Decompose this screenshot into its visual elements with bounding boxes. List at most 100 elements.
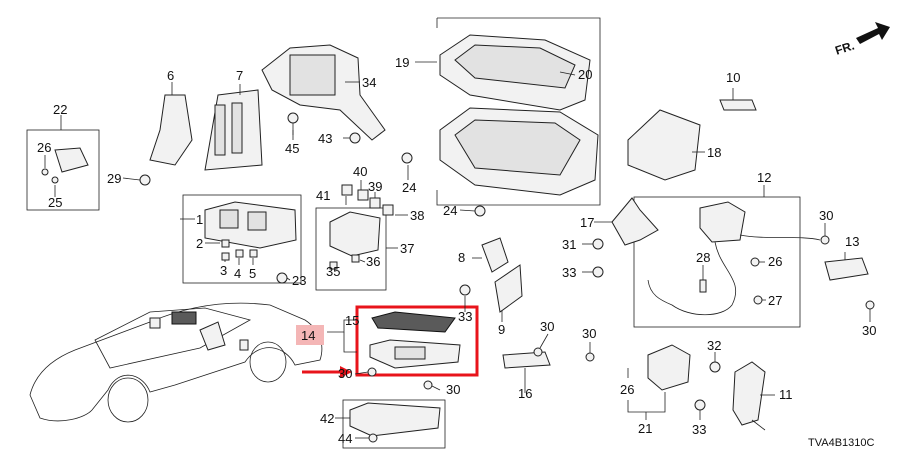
part-32-nut [709,361,721,373]
part-33-bolt [459,284,471,296]
part-22-unit [41,147,89,184]
group-box-12 [633,196,801,328]
label-22: 22 [53,102,67,117]
label-39: 39 [368,179,382,194]
label-17: 17 [580,215,594,230]
part-6-bracket [149,94,193,166]
label-13: 13 [845,234,859,249]
part-1-fusebox [204,201,297,249]
label-11: 11 [779,387,793,402]
label-33a: 33 [458,309,472,324]
label-19: 19 [395,55,409,70]
label-30e: 30 [446,382,460,397]
label-3: 3 [220,263,227,278]
front-direction-indicator: FR. [833,22,890,58]
part-37-relaybox [329,211,381,270]
group-box-42 [342,399,446,449]
part-14-unit-bottom [369,339,461,369]
part-24b-nut [474,205,486,217]
part-21-unit [647,344,691,391]
part-45-bolt [287,112,299,135]
label-21: 21 [638,421,652,436]
part-13-connector [824,257,869,281]
part-11-bracket [732,361,766,431]
callout-14-fill [296,325,324,345]
label-9: 9 [498,322,505,337]
label-30d: 30 [582,326,596,341]
label-2: 2 [196,236,203,251]
label-41: 41 [316,188,330,203]
part-24a-nut [401,152,413,164]
label-30c: 30 [540,319,554,334]
part-16-antenna [502,351,551,369]
label-40: 40 [353,164,367,179]
label-1: 1 [196,212,203,227]
label-45: 45 [285,141,299,156]
label-35: 35 [326,264,340,279]
group-box-19-20 [436,17,601,206]
highlight-arrow [302,366,352,378]
part-26b-nut [750,257,760,267]
label-33c: 33 [692,422,706,437]
part-43-nut [349,132,361,144]
part-8-relay [481,237,509,273]
part-33c-bolt [694,399,706,411]
part-14-unit-top [371,311,456,333]
label-34: 34 [362,75,376,90]
vehicle-outline [29,302,323,423]
label-30b: 30 [862,323,876,338]
label-43: 43 [318,131,332,146]
part-9-bracket [494,264,523,313]
label-28: 28 [696,250,710,265]
part-33b-bolt [592,266,604,278]
part-20-cover [439,34,591,111]
diagram-code: TVA4B1310C [808,437,875,449]
label-31: 31 [562,237,576,252]
relay-2-3-4-5 [221,239,258,261]
label-16: 16 [518,386,532,401]
label-30a: 30 [819,208,833,223]
part-10-clip [719,99,757,111]
label-8: 8 [458,250,465,265]
label-7: 7 [236,68,243,83]
part-12-harness [647,201,821,316]
part-7-module [204,89,263,171]
part-number-labels: 1 2 3 4 5 6 7 8 9 10 11 12 13 14 15 16 1… [37,55,876,446]
label-26a: 26 [37,140,51,155]
label-27: 27 [768,293,782,308]
label-37: 37 [400,241,414,256]
label-24b: 24 [443,203,457,218]
part-44-bolt [368,433,378,443]
label-12: 12 [757,170,771,185]
front-arrow-icon [856,22,890,44]
label-14: 14 [301,328,315,343]
part-18-module [627,109,701,181]
part-28-bulb [699,279,707,293]
label-24a: 24 [402,180,416,195]
label-5: 5 [249,266,256,281]
label-15: 15 [345,313,359,328]
part-17-bracket [611,197,659,246]
part-42-unit [349,402,441,437]
part-31-nut [592,238,604,250]
group-box-22 [26,129,100,211]
part-27-nut [753,295,763,305]
bolts-30 [367,235,875,390]
label-4: 4 [234,266,241,281]
part-29-bolt [139,174,151,186]
group-box-1 [182,194,302,284]
label-36: 36 [366,254,380,269]
label-32: 32 [707,338,721,353]
label-29: 29 [107,171,121,186]
label-25: 25 [48,195,62,210]
part-34-bracket-unit [261,44,386,141]
label-38: 38 [410,208,424,223]
direction-label: FR. [833,38,856,57]
label-18: 18 [707,145,721,160]
label-26c: 26 [620,382,634,397]
label-23: 23 [292,273,306,288]
label-10: 10 [726,70,740,85]
label-30f: 30 [338,366,352,381]
label-6: 6 [167,68,174,83]
